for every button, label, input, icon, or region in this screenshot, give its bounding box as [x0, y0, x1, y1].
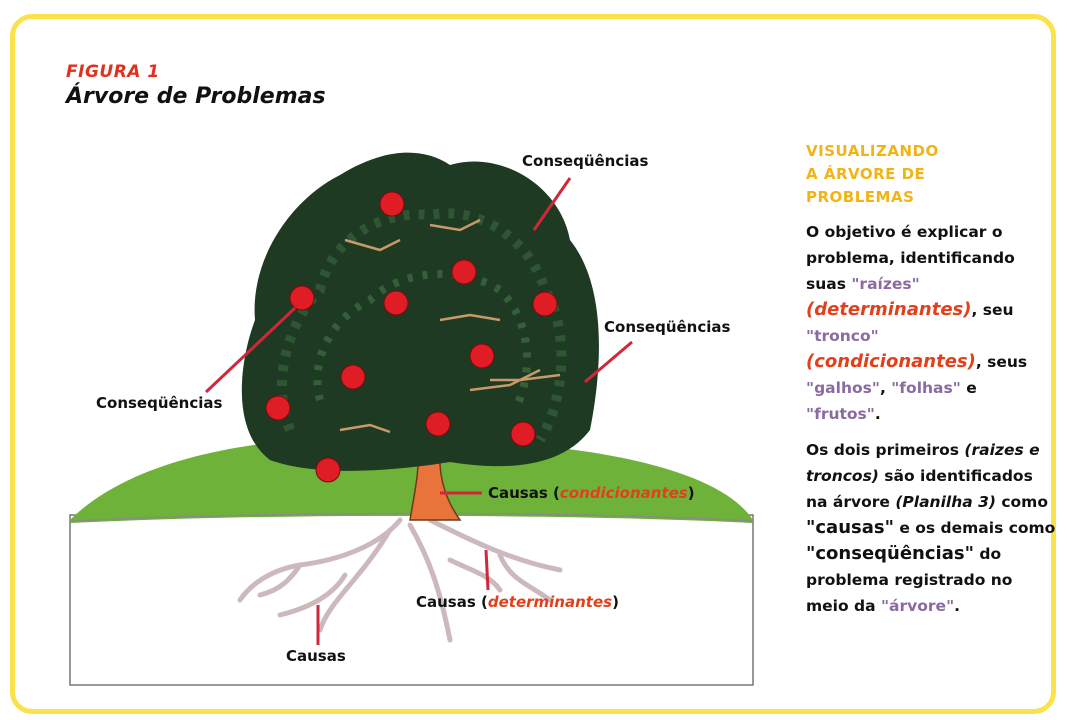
fruit: [384, 291, 408, 315]
text: e os demais como: [894, 519, 1055, 537]
fruit: [341, 365, 365, 389]
label-text: Causas (: [488, 484, 560, 502]
italic-term: (Planilha 3): [895, 493, 996, 511]
label-causas-determinantes: Causas (determinantes): [416, 593, 619, 611]
highlight-term: (determinantes): [806, 299, 971, 320]
panel-title-line: PROBLEMAS: [806, 186, 1056, 209]
text: , seu: [971, 301, 1013, 319]
soil-box: [70, 515, 753, 685]
quoted-term: "tronco": [806, 327, 879, 345]
panel-paragraph-1: O objetivo é explicar o problema, identi…: [806, 219, 1056, 427]
explanation-panel: VISUALIZANDO A ÁRVORE DE PROBLEMAS O obj…: [806, 140, 1056, 619]
text: ,: [880, 379, 891, 397]
fruit: [316, 458, 340, 482]
text: como: [996, 493, 1048, 511]
label-term: determinantes: [488, 593, 612, 611]
quoted-term: "raízes": [851, 275, 919, 293]
highlight-term: (condicionantes): [806, 351, 976, 372]
label-text: ): [688, 484, 695, 502]
text: .: [875, 405, 881, 423]
fruit: [426, 412, 450, 436]
text: , seus: [976, 353, 1027, 371]
fruit: [470, 344, 494, 368]
text: e: [961, 379, 977, 397]
fruit: [452, 260, 476, 284]
text: Os dois primeiros: [806, 441, 964, 459]
fruit: [511, 422, 535, 446]
label-causas-condicionantes: Causas (condicionantes): [488, 484, 695, 502]
fruit: [380, 192, 404, 216]
panel-title-line: A ÁRVORE DE: [806, 163, 1056, 186]
quoted-term: "galhos": [806, 379, 880, 397]
emphasis-term: "causas": [806, 517, 894, 538]
label-term: condicionantes: [560, 484, 688, 502]
label-consequencias-left: Conseqüências: [96, 394, 222, 412]
panel-title-line: VISUALIZANDO: [806, 140, 1056, 163]
label-consequencias-top: Conseqüências: [522, 152, 648, 170]
fruit: [533, 292, 557, 316]
label-text: Causas (: [416, 593, 488, 611]
panel-title: VISUALIZANDO A ÁRVORE DE PROBLEMAS: [806, 140, 1056, 209]
fruit: [266, 396, 290, 420]
text: .: [954, 597, 960, 615]
fruit: [290, 286, 314, 310]
quoted-term: "árvore": [881, 597, 954, 615]
label-consequencias-right: Conseqüências: [604, 318, 730, 336]
panel-paragraph-2: Os dois primeiros (raizes e troncos) são…: [806, 437, 1056, 619]
quoted-term: "frutos": [806, 405, 875, 423]
label-causas: Causas: [286, 647, 346, 665]
label-text: ): [612, 593, 619, 611]
quoted-term: "folhas": [891, 379, 961, 397]
leader-causas-det: [486, 550, 488, 590]
emphasis-term: "conseqüências": [806, 543, 974, 564]
